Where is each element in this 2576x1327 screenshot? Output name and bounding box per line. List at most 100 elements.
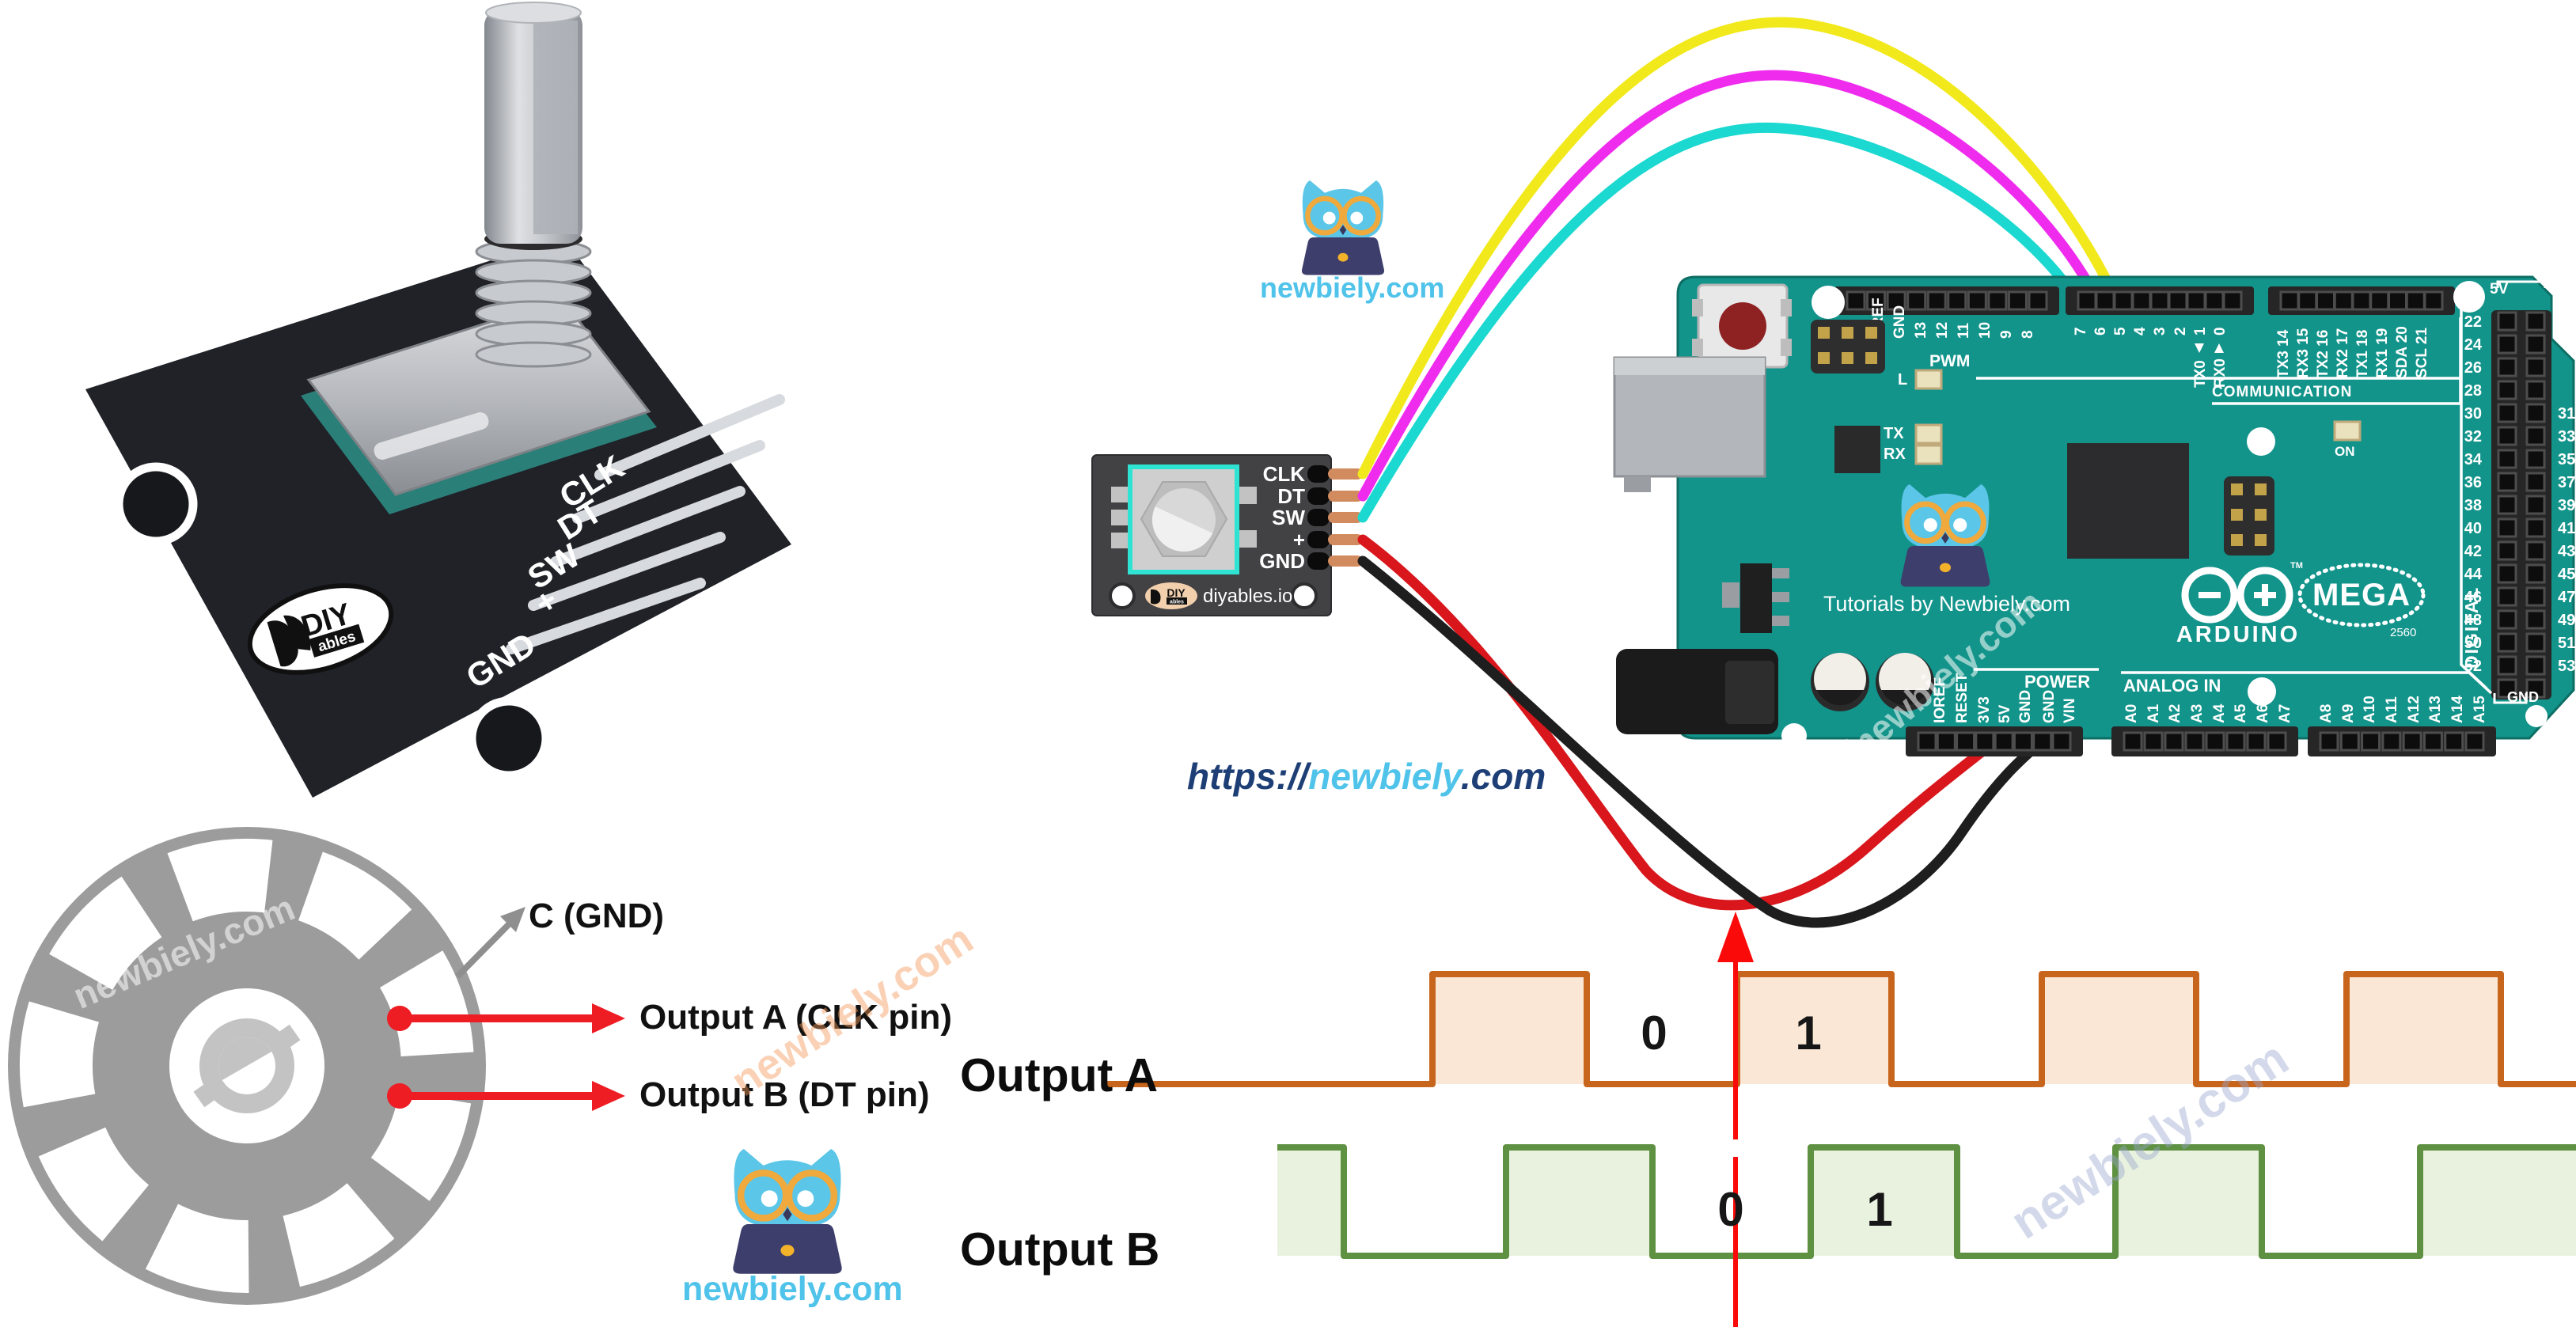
digital-pin-number: 50 bbox=[2464, 635, 2482, 652]
module-pin-stub bbox=[1328, 534, 1363, 545]
pin-label: GND bbox=[1891, 305, 1908, 339]
pin-hole bbox=[1846, 290, 1866, 311]
pin-hole bbox=[2525, 472, 2546, 492]
pin-hole bbox=[2525, 632, 2546, 653]
pin-hole bbox=[1917, 731, 1937, 752]
pin-label: 12 bbox=[1934, 322, 1951, 339]
reset-button-tab bbox=[1781, 339, 1792, 356]
mount-hole bbox=[2453, 281, 2485, 313]
reset-button-tab bbox=[1692, 299, 1703, 317]
pin-label: 2 bbox=[2172, 327, 2189, 336]
comm-pin-label: RX1 19 bbox=[2374, 328, 2391, 378]
icsp-pin bbox=[2231, 509, 2243, 521]
logic-level-annotation: 0 bbox=[1641, 1007, 1667, 1060]
comm-pin-label: RX2 17 bbox=[2335, 328, 2351, 378]
pin-hole bbox=[2525, 586, 2546, 607]
regulator-pin bbox=[1772, 568, 1789, 578]
pin-hole bbox=[2423, 290, 2444, 311]
disc-key-tab bbox=[193, 1079, 222, 1108]
pin-hole bbox=[2246, 731, 2267, 752]
photo-shaft-top bbox=[485, 2, 582, 24]
voltage-regulator bbox=[1740, 563, 1772, 633]
power-pin-label: GND bbox=[2041, 690, 2058, 723]
analog-pin-label: A1 bbox=[2145, 703, 2162, 723]
digital-pin-number: 42 bbox=[2464, 543, 2482, 560]
regulator-tab bbox=[1722, 582, 1739, 608]
digital-pin-number: 49 bbox=[2558, 612, 2575, 629]
power-pin-label: 3V3 bbox=[1976, 696, 1993, 723]
photo-pin bbox=[572, 440, 765, 524]
icsp-pin bbox=[1818, 352, 1830, 364]
pin-hole bbox=[2497, 678, 2517, 699]
pin-hole bbox=[1886, 290, 1906, 311]
reset-button-tab bbox=[1781, 299, 1792, 317]
waveform-a-title: Output A bbox=[960, 1049, 1159, 1101]
disc-slot bbox=[167, 838, 273, 922]
photo-diy-glyph bbox=[283, 615, 311, 650]
pin-hole bbox=[2525, 311, 2546, 332]
power-pin-label: GND bbox=[2017, 690, 2034, 723]
regulator-pin bbox=[1772, 616, 1789, 626]
led-rx-label: RX bbox=[1884, 445, 1906, 463]
pin-hole bbox=[2123, 731, 2143, 752]
pin-hole bbox=[2351, 290, 2372, 311]
digital-pin-number: 40 bbox=[2464, 520, 2482, 537]
pin-hole bbox=[2077, 290, 2097, 311]
pin-hole bbox=[1956, 731, 1976, 752]
label-gnd-right: GND bbox=[2507, 689, 2539, 705]
icsp-pin bbox=[2255, 509, 2267, 521]
waveform-fill bbox=[1506, 1147, 1652, 1256]
owl-laptop-logo bbox=[1337, 252, 1349, 262]
disc-slot bbox=[145, 1204, 249, 1294]
comm-pin-label: RX3 15 bbox=[2295, 328, 2312, 378]
photo-body-slot bbox=[374, 412, 489, 460]
pin-hole bbox=[2184, 731, 2205, 752]
pin-hole bbox=[2525, 540, 2546, 561]
bracket-gnd bbox=[2493, 693, 2528, 704]
module-tab bbox=[1237, 487, 1257, 504]
led-on-label: ON bbox=[2335, 444, 2355, 459]
pin-hole bbox=[2497, 449, 2517, 469]
pin-hole bbox=[2095, 290, 2115, 311]
analog-in-label: ANALOG IN bbox=[2123, 676, 2221, 696]
photo-shaft-flat bbox=[533, 21, 578, 234]
pin-hole bbox=[2297, 290, 2318, 311]
analog-pin-label: A7 bbox=[2277, 704, 2293, 723]
capacitor-marking bbox=[1816, 690, 1864, 706]
analog-pin-label: A9 bbox=[2340, 704, 2357, 723]
pin-hole bbox=[2497, 472, 2517, 492]
pin-hole bbox=[2333, 290, 2354, 311]
digital-pin-number: 38 bbox=[2464, 497, 2482, 514]
photo-pin bbox=[506, 578, 706, 654]
pin-hole bbox=[2361, 731, 2381, 752]
pin-hole bbox=[2028, 290, 2048, 311]
mount-hole bbox=[2525, 705, 2548, 727]
pin-hole bbox=[2186, 290, 2206, 311]
pin-hole bbox=[2525, 655, 2546, 676]
analog-pin-label: A3 bbox=[2189, 704, 2206, 723]
module-pin-socket bbox=[1307, 487, 1330, 505]
pin-hole bbox=[2007, 290, 2028, 311]
analog-pin-label: A12 bbox=[2406, 696, 2422, 723]
pin-hole bbox=[2204, 290, 2225, 311]
pin-hole bbox=[2525, 609, 2546, 630]
digital-pin-number: 48 bbox=[2464, 612, 2482, 629]
pin-hole bbox=[2525, 449, 2546, 469]
led-l bbox=[1914, 369, 1943, 390]
module-shaft-dflat bbox=[1152, 506, 1213, 552]
communication-label: COMMUNICATION bbox=[2212, 384, 2353, 400]
pin-hole bbox=[2402, 731, 2422, 752]
disc-label-output-a: Output A (CLK pin) bbox=[639, 998, 953, 1037]
photo-pin bbox=[528, 532, 726, 611]
logic-level-annotation: 0 bbox=[1717, 1183, 1743, 1236]
mcu-chip bbox=[2067, 443, 2189, 559]
disc-key-tab bbox=[272, 1024, 301, 1052]
pin-hole bbox=[2422, 731, 2443, 752]
callout-arrow-head bbox=[592, 1081, 625, 1111]
pin-hole bbox=[2497, 311, 2517, 332]
comm-pin-label: SCL 21 bbox=[2414, 327, 2430, 378]
owl-laptop-logo bbox=[780, 1245, 795, 1257]
pin-hole bbox=[2032, 731, 2053, 752]
